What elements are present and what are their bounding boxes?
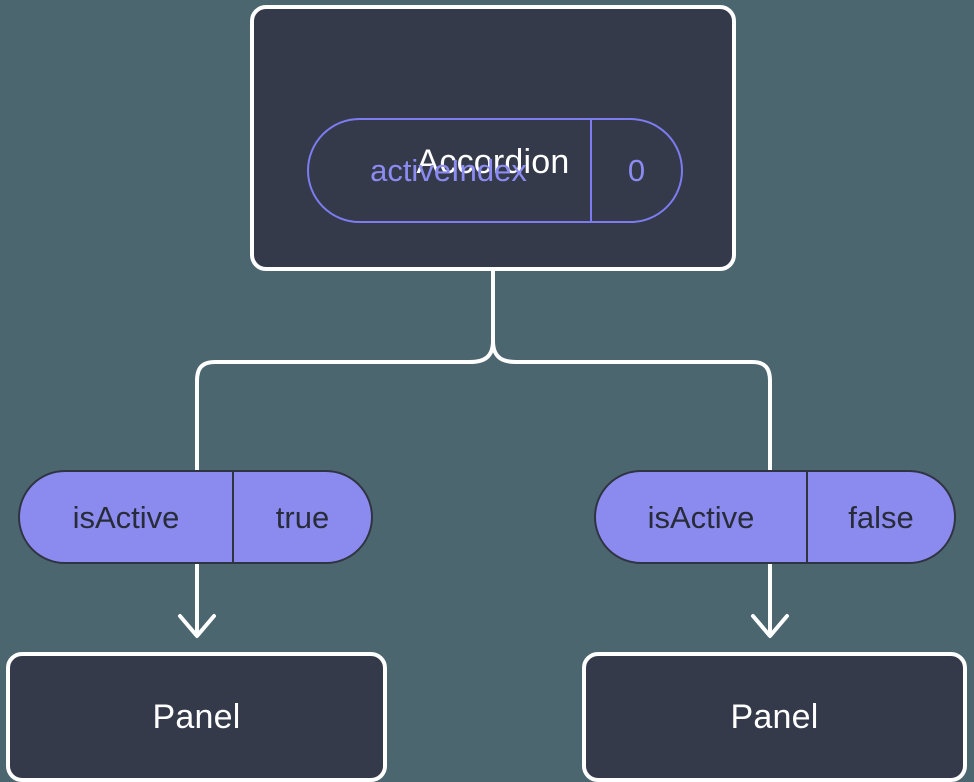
arrow-head-left-icon (178, 614, 216, 638)
state-badge-activeindex[interactable]: activeIndex 0 (307, 118, 683, 223)
connector-fork-left (195, 340, 495, 470)
prop-badge-isactive-left[interactable]: isActive true (18, 470, 373, 564)
prop-badge-isactive-right-value: false (848, 499, 914, 535)
arrow-head-right-icon (751, 614, 789, 638)
node-panel-right-title: Panel (730, 698, 819, 736)
state-badge-activeindex-value: 0 (627, 153, 646, 188)
node-panel-right[interactable]: Panel (582, 652, 967, 782)
connector-fork-right (491, 340, 772, 470)
prop-badge-isactive-right[interactable]: isActive false (594, 470, 956, 564)
prop-badge-isactive-right-key: isActive (596, 472, 808, 562)
node-panel-left-title: Panel (152, 698, 241, 736)
node-panel-left[interactable]: Panel (6, 652, 387, 782)
state-badge-activeindex-key: activeIndex (309, 120, 592, 221)
prop-badge-isactive-left-value: true (275, 499, 330, 535)
prop-badge-isactive-left-key: isActive (20, 472, 234, 562)
